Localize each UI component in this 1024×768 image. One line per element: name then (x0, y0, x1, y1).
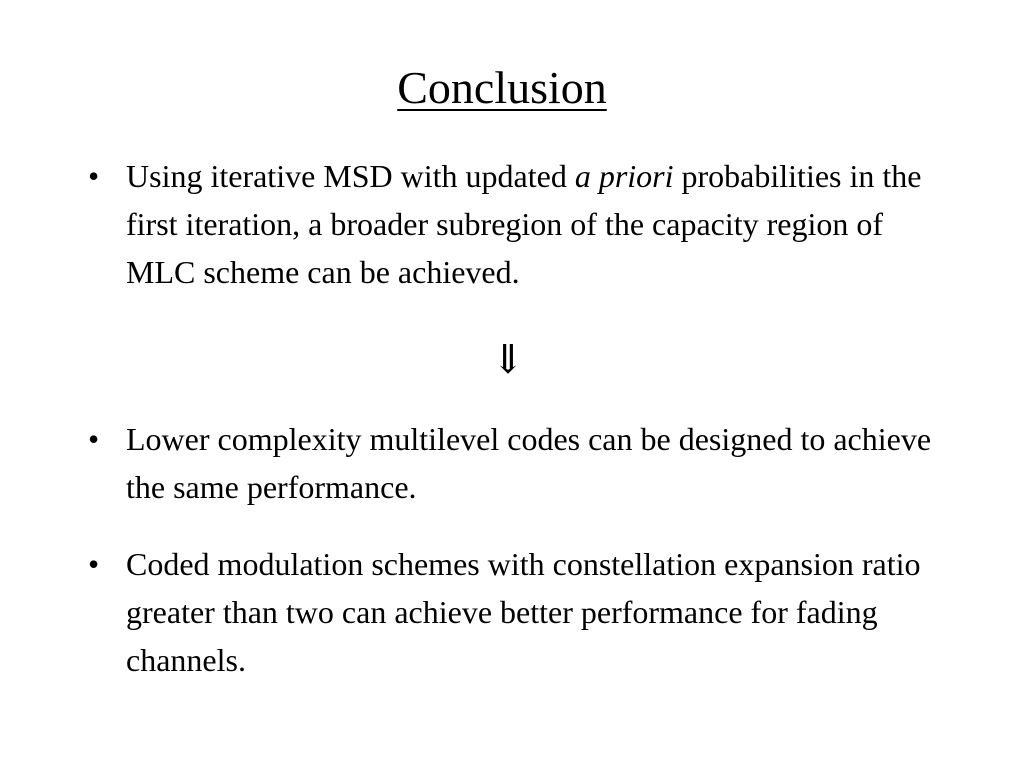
bullet-marker: • (88, 546, 100, 582)
bullet-item-2: • Lower complexity multilevel codes can … (88, 415, 958, 511)
bullet-item-3: • Coded modulation schemes with constell… (88, 540, 958, 684)
slide-title-text: Conclusion (397, 62, 607, 113)
bullet-marker: • (88, 421, 100, 457)
bullet-text-3: Coded modulation schemes with constellat… (126, 546, 921, 678)
bullet-text-1: Using iterative MSD with updated a prior… (126, 152, 958, 296)
bullet-item-1: • Using iterative MSD with updated a pri… (88, 152, 958, 296)
bullet-marker: • (88, 158, 100, 194)
bullet-text-1-italic: a priori (574, 158, 674, 194)
bullet-text-2: Lower complexity multilevel codes can be… (126, 421, 932, 505)
slide-title: Conclusion (0, 58, 1004, 118)
bullet-text-1-before: Using iterative MSD with updated (126, 158, 575, 194)
implies-arrow-icon: ⇓ (491, 337, 525, 383)
bullet-text-1-after: probabilities in the first iteration, a … (126, 158, 922, 290)
